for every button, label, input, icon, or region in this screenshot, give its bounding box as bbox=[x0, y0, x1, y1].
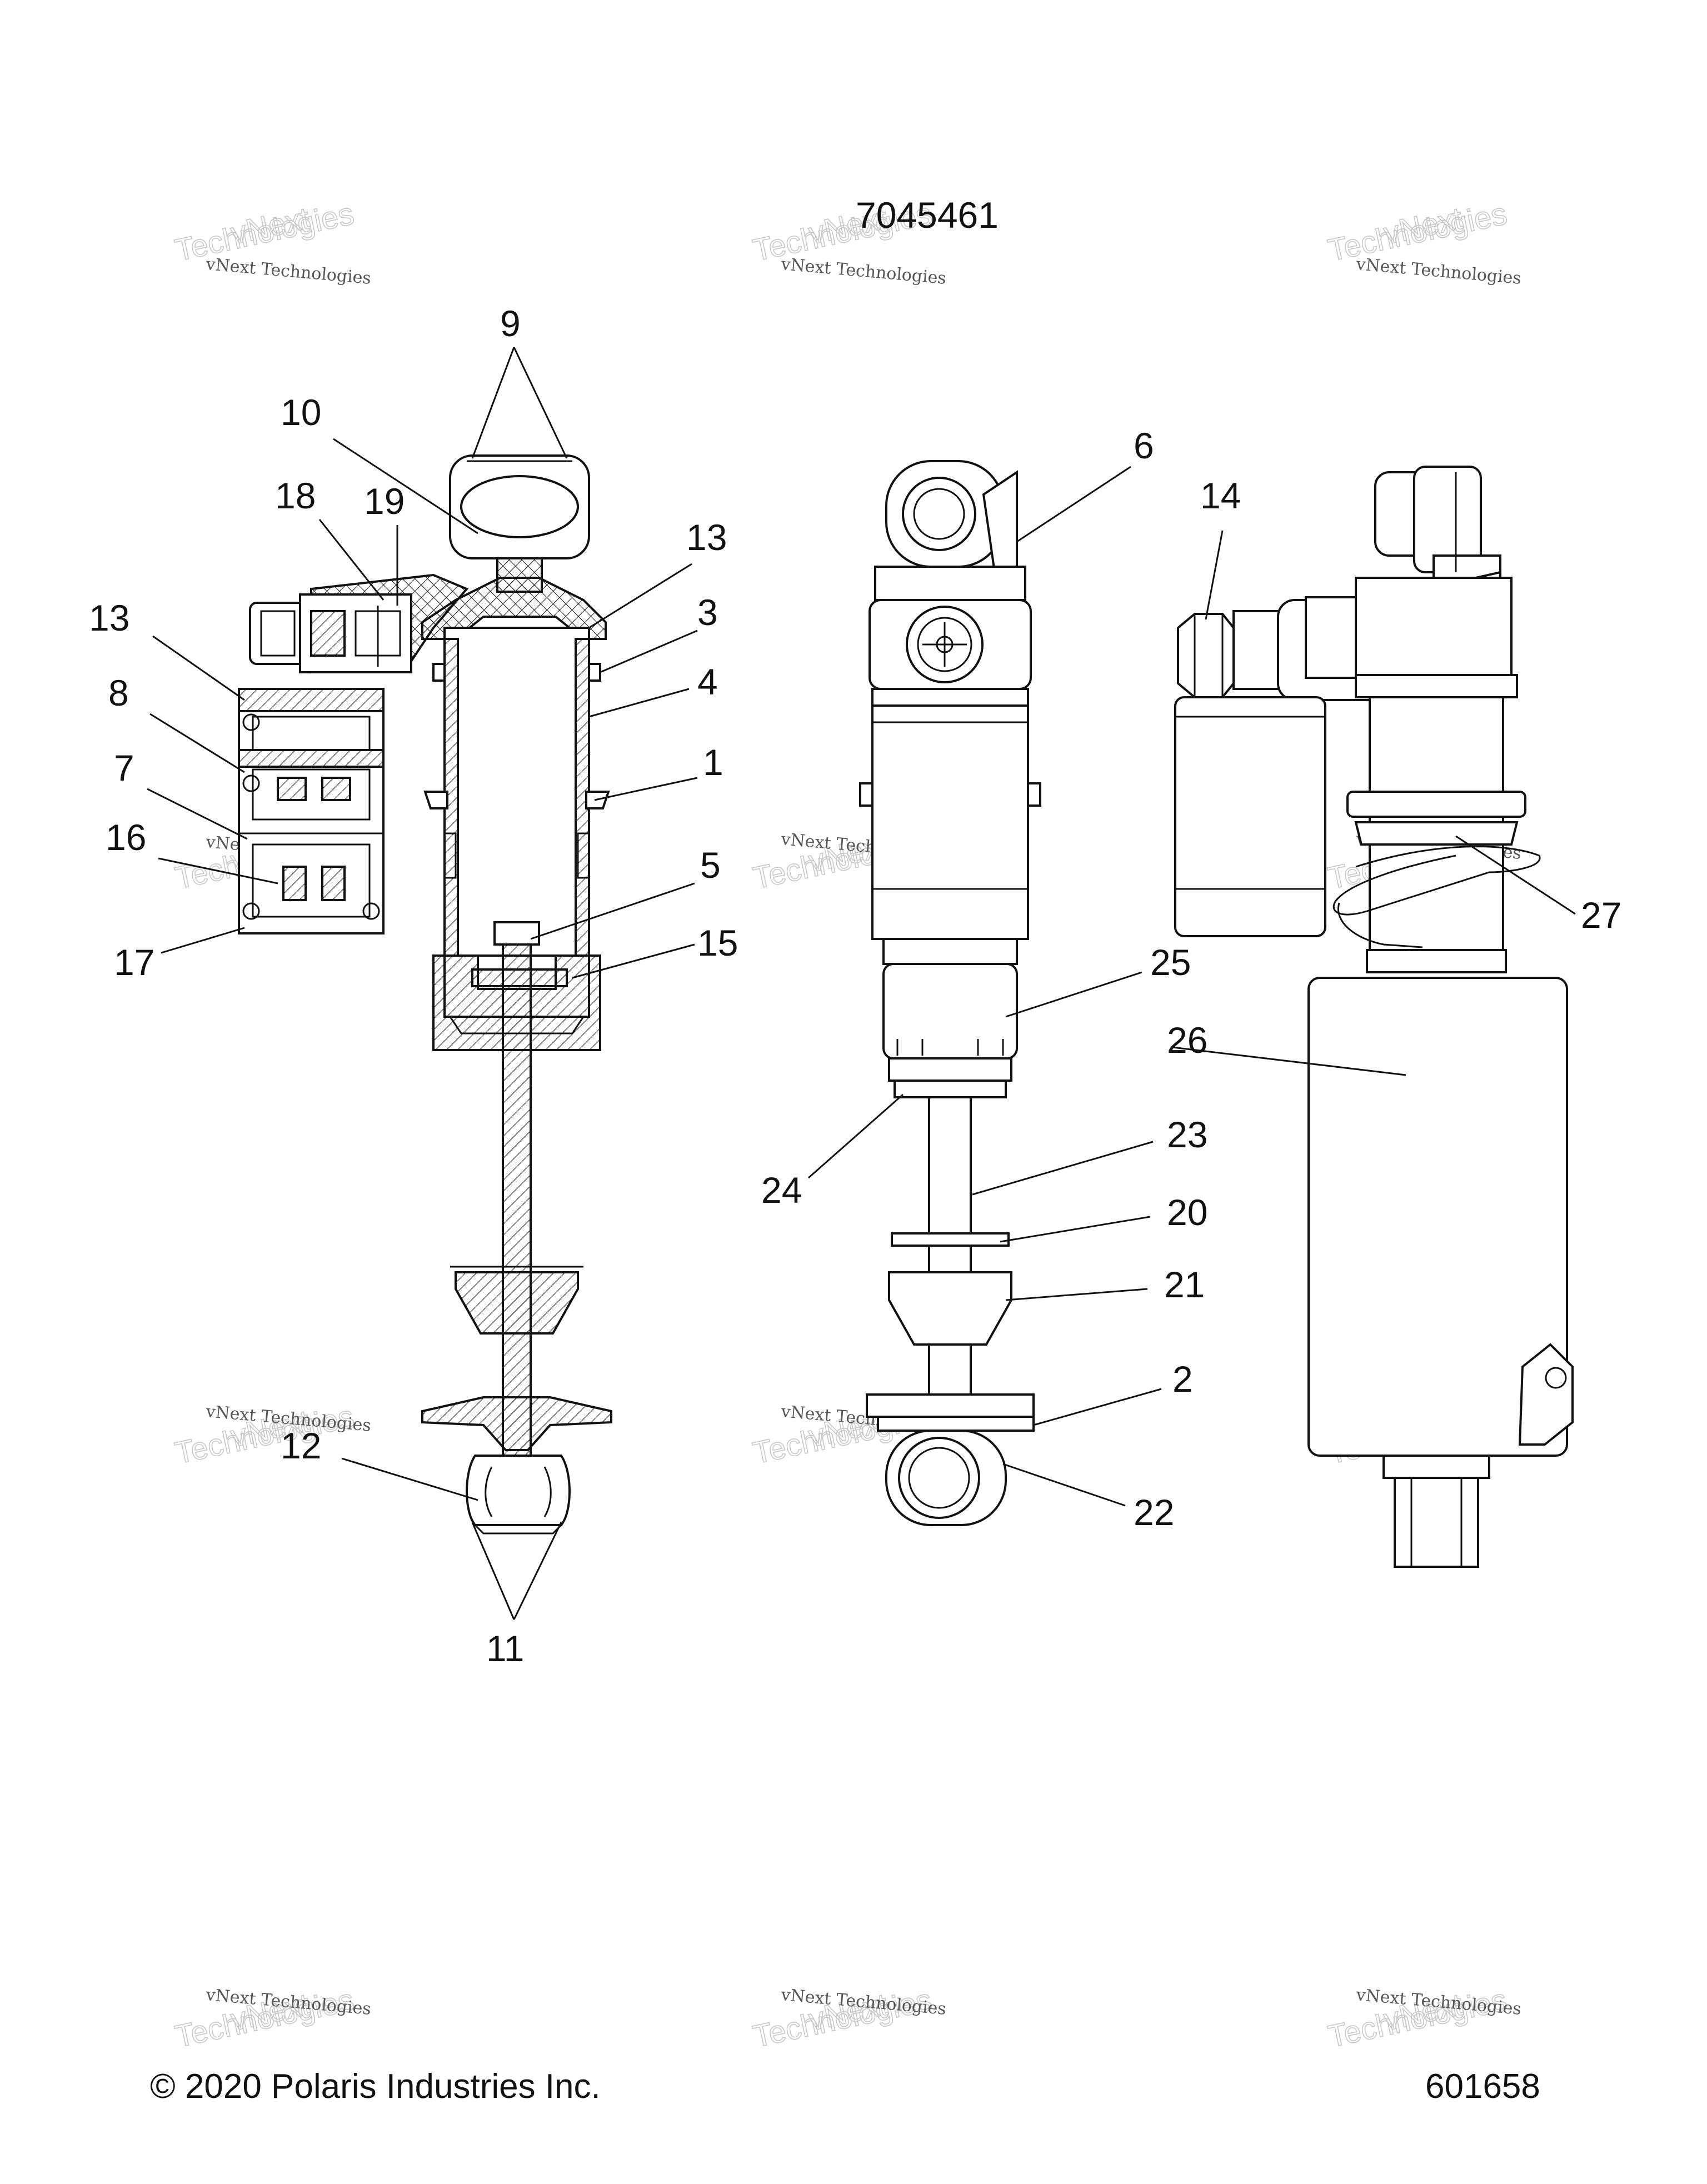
callout-labels: 9 10 18 19 13 3 4 1 5 15 13 8 7 16 17 12… bbox=[89, 303, 1621, 1669]
svg-text:vNext Technologies: vNext Technologies bbox=[780, 254, 947, 288]
callout-21: 21 bbox=[1164, 1264, 1205, 1305]
upper-eyelet-section bbox=[449, 454, 590, 593]
svg-text:vNext: vNext bbox=[227, 200, 313, 251]
callout-22: 22 bbox=[1134, 1492, 1174, 1533]
callout-14: 14 bbox=[1200, 475, 1241, 516]
right-reservoir bbox=[1174, 696, 1326, 937]
main-cylinder-section bbox=[423, 627, 610, 1018]
lower-damper-body bbox=[1307, 977, 1574, 1568]
callout-18: 18 bbox=[275, 475, 316, 516]
upper-mount-eye bbox=[885, 460, 1018, 573]
callout-3: 3 bbox=[697, 592, 718, 633]
bottom-out-bumper bbox=[455, 1271, 579, 1335]
callout-10: 10 bbox=[281, 392, 321, 433]
callout-13-right: 13 bbox=[686, 517, 727, 558]
spring-clip bbox=[1027, 782, 1041, 807]
lower-mount-eye bbox=[885, 1430, 1007, 1526]
svg-text:vNext: vNext bbox=[1380, 200, 1466, 251]
shock-body bbox=[871, 704, 1029, 940]
svg-text:vNext Technologies: vNext Technologies bbox=[204, 254, 372, 288]
coil-spring bbox=[1332, 791, 1541, 948]
piston-shaft bbox=[502, 921, 532, 1457]
leader-lines bbox=[147, 347, 1576, 1620]
callout-2: 2 bbox=[1172, 1358, 1193, 1400]
assembly-number: 7045461 bbox=[856, 194, 999, 236]
lower-spherical-bearing bbox=[466, 1455, 571, 1535]
spring-retainer bbox=[877, 1416, 1035, 1432]
figure-id: 601658 bbox=[1425, 2067, 1540, 2106]
callout-20: 20 bbox=[1167, 1192, 1207, 1233]
callout-12: 12 bbox=[281, 1425, 321, 1466]
bumper-washer bbox=[891, 1232, 1010, 1247]
callout-25: 25 bbox=[1150, 942, 1191, 983]
center-bumper bbox=[888, 1271, 1012, 1346]
svg-text:vNext Technologies: vNext Technologies bbox=[1355, 254, 1522, 288]
shock-assembled-view bbox=[859, 460, 1041, 1526]
lower-retainer bbox=[421, 1396, 612, 1451]
shaft-nut bbox=[493, 921, 540, 946]
callout-5: 5 bbox=[700, 844, 721, 886]
body-collar bbox=[871, 688, 1029, 707]
center-shaft bbox=[928, 1096, 972, 1443]
callout-27: 27 bbox=[1581, 894, 1621, 936]
callout-4: 4 bbox=[697, 661, 718, 702]
adjuster-valve-block bbox=[869, 566, 1032, 690]
reservoir-section bbox=[238, 688, 385, 934]
copyright-notice: © 2020 Polaris Industries Inc. bbox=[150, 2067, 601, 2106]
callout-26: 26 bbox=[1167, 1019, 1207, 1061]
callout-13-left: 13 bbox=[89, 597, 129, 638]
callout-9: 9 bbox=[500, 303, 521, 344]
shock-cross-section bbox=[238, 454, 612, 1535]
callout-24: 24 bbox=[761, 1170, 802, 1211]
callout-1: 1 bbox=[703, 742, 723, 783]
seal-head-housing bbox=[882, 938, 1018, 1098]
compression-adjuster-valve bbox=[249, 593, 412, 673]
callout-17: 17 bbox=[114, 942, 154, 983]
callout-16: 16 bbox=[106, 817, 146, 858]
callout-11: 11 bbox=[486, 1628, 525, 1669]
callout-15: 15 bbox=[697, 922, 738, 963]
callout-19: 19 bbox=[364, 481, 405, 522]
callout-8: 8 bbox=[108, 672, 129, 713]
callout-6: 6 bbox=[1134, 425, 1154, 466]
shock-with-spring-view bbox=[1174, 466, 1574, 1568]
spring-lower-seat bbox=[1366, 949, 1507, 973]
callout-7: 7 bbox=[114, 747, 134, 788]
callout-23: 23 bbox=[1167, 1114, 1207, 1155]
